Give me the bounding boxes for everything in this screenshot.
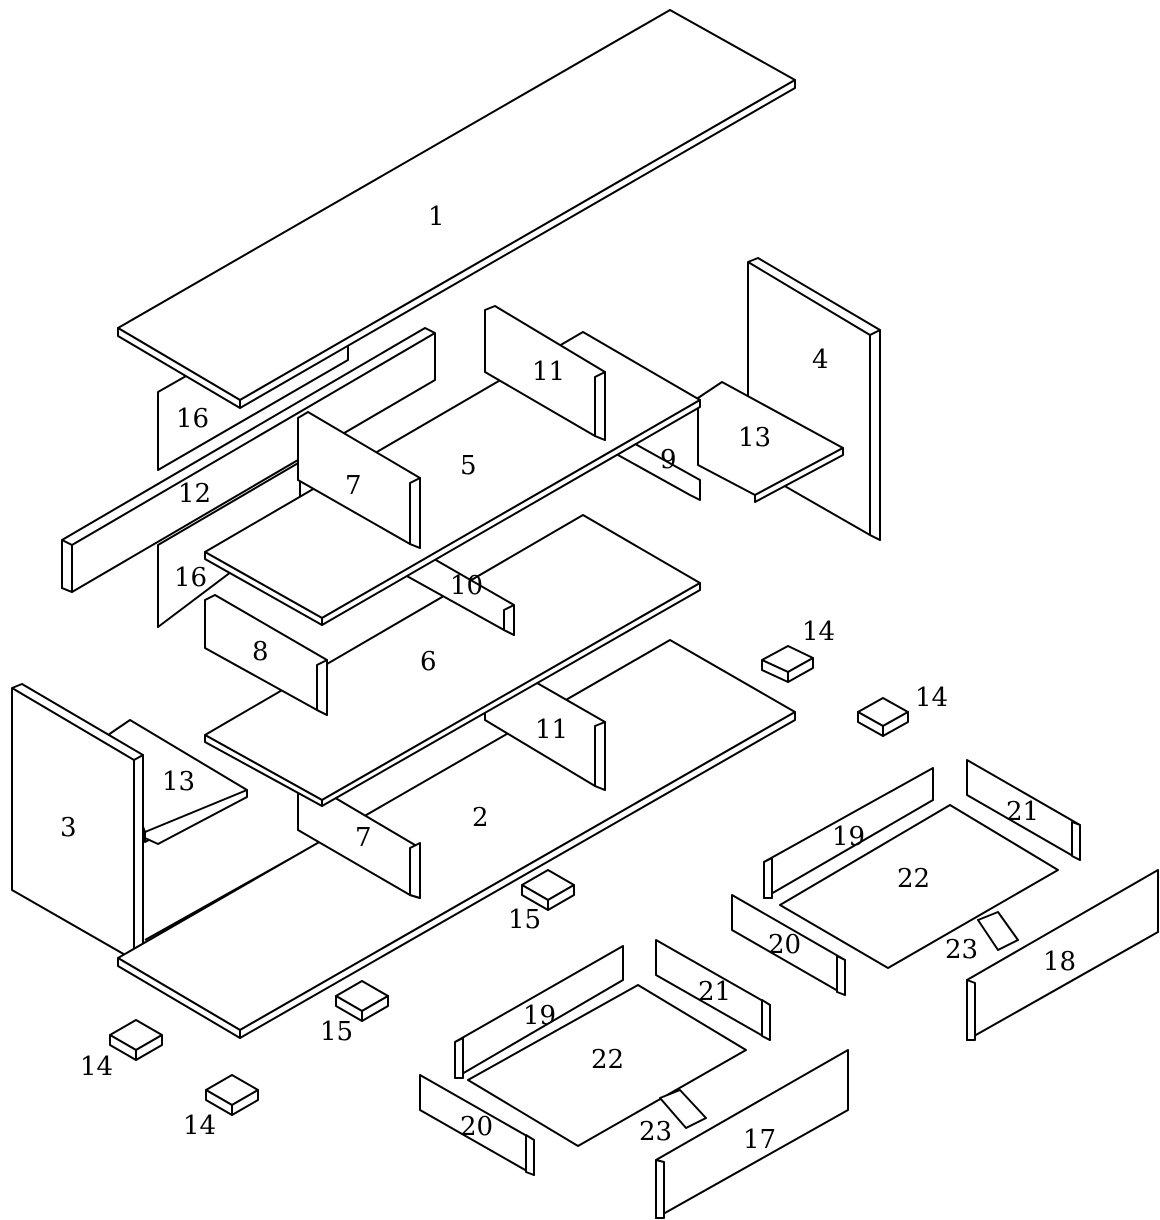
part-3-left-side-panel [11,683,248,966]
label-part-21-upper: 21 [1006,797,1039,827]
label-part-11-lower: 11 [535,715,568,745]
label-part-12: 12 [178,479,211,509]
label-part-23-lower: 23 [639,1117,672,1147]
label-part-15-b: 15 [320,1017,353,1047]
label-part-4: 4 [812,345,829,375]
part-6-middle-shelf [204,514,701,807]
label-part-22-lower: 22 [591,1045,624,1075]
label-part-18: 18 [1043,947,1076,977]
part-15-foot-b [335,980,389,1022]
label-part-20-lower: 20 [460,1112,493,1142]
label-part-21-lower: 21 [698,977,731,1007]
label-part-10: 10 [450,571,483,601]
label-part-15-a: 15 [508,905,541,935]
label-part-2: 2 [472,803,489,833]
label-part-6: 6 [420,647,437,677]
label-part-14-d: 14 [183,1111,216,1141]
lower-drawer-assembly [419,939,849,1219]
label-part-7-upper: 7 [345,471,362,501]
part-12-back-panel [61,327,436,593]
part-14-foot-a [761,645,814,683]
part-11-upper-divider [484,305,606,441]
label-part-23-upper: 23 [945,935,978,965]
label-part-14-a: 14 [802,617,835,647]
label-part-3: 3 [60,813,77,843]
label-part-5: 5 [460,451,477,481]
part-14-foot-b [857,697,909,737]
label-part-11-upper: 11 [532,357,565,387]
label-part-17: 17 [743,1125,776,1155]
part-4-right-side-panel [747,257,881,541]
label-part-13-left: 13 [162,767,195,797]
label-part-1: 1 [428,202,445,232]
label-part-16-lower: 16 [174,563,207,593]
label-part-7-lower: 7 [355,823,372,853]
part-8-panel [204,594,328,716]
label-part-14-c: 14 [80,1052,113,1082]
upper-drawer-assembly [731,759,1159,1041]
label-part-9: 9 [660,445,677,475]
part-15-foot-a [521,869,575,911]
part-2-bottom-board [117,639,796,1039]
label-part-13-right: 13 [738,423,771,453]
part-7-upper-divider [297,411,421,549]
label-part-14-b: 14 [915,683,948,713]
part-14-foot-c [109,1019,163,1061]
label-part-22-upper: 22 [897,864,930,894]
part-13-right-shelf [697,381,844,503]
part-14-foot-d [205,1074,259,1116]
part-7-lower-divider [297,782,421,899]
label-part-8: 8 [252,637,269,667]
label-part-19-lower: 19 [523,1001,556,1031]
label-part-16-upper: 16 [176,404,209,434]
label-part-19-upper: 19 [832,822,865,852]
part-1-top-board [117,9,796,409]
label-part-20-upper: 20 [768,930,801,960]
part-9-divider [617,439,701,501]
